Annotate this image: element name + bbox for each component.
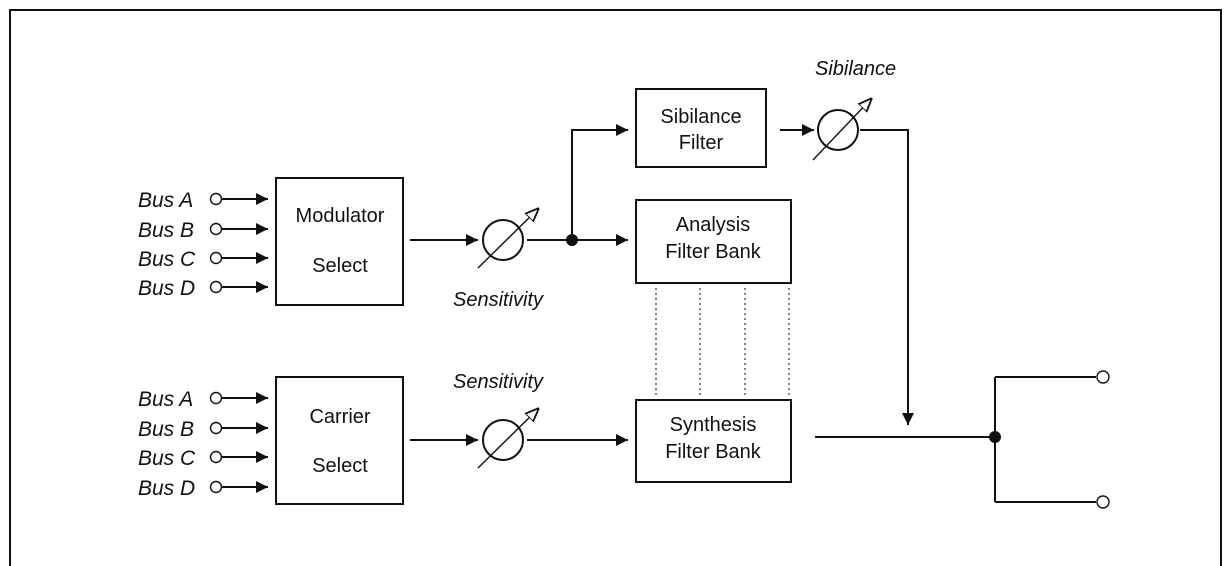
filter-bank-control-lines [655,288,790,395]
analysis-filter-bank-line2: Filter Bank [665,241,762,263]
carrier-select-block: Carrier Select [275,376,404,505]
carrier-select-line2: Select [312,455,368,477]
modulator-bus-d-label: Bus D [138,277,195,300]
modulator-select-line2: Select [312,255,368,277]
modulator-bus-a-label: Bus A [138,189,193,212]
modulator-sensitivity-knob[interactable] [477,208,539,269]
modulator-bus-d-jack [209,280,223,294]
modulator-input-group: Bus A Bus B Bus C Bus D [138,189,268,300]
sibilance-to-output-line [860,129,914,425]
modulator-select-block: Modulator Select [275,177,404,306]
carrier-bus-d-label: Bus D [138,477,195,500]
carrier-bus-d-jack [209,480,223,494]
carrier-sensitivity-knob[interactable] [477,408,539,469]
carrier-bus-a-jack [209,391,223,405]
synthesis-filter-bank-block: Synthesis Filter Bank [635,399,792,483]
analysis-filter-bank-block: Analysis Filter Bank [635,199,792,284]
node-to-sibilance-filter-arrow [571,124,628,240]
outer-frame [9,9,1222,566]
output-jack-1[interactable] [1096,370,1110,384]
modulator-sensitivity-label: Sensitivity [453,289,544,311]
sibilance-filter-line2: Filter [679,132,724,154]
carrier-bus-c-label: Bus C [138,447,196,470]
sibilance-filter-block: Sibilance Filter [635,88,767,168]
modulator-select-line1: Modulator [296,205,385,227]
sibilance-filter-line1: Sibilance [660,106,741,128]
carrier-bus-b-label: Bus B [138,418,194,441]
modulator-bus-a-jack [209,192,223,206]
synthesis-filter-bank-line1: Synthesis [670,414,757,436]
modulator-bus-b-label: Bus B [138,219,194,242]
carrier-sensitivity-label: Sensitivity [453,371,544,393]
carrier-input-group: Bus A Bus B Bus C Bus D [138,388,268,500]
carrier-select-line1: Carrier [309,406,370,428]
sibilance-label: Sibilance [815,58,896,80]
carrier-bus-a-label: Bus A [138,388,193,411]
carrier-bus-b-jack [209,421,223,435]
output-split-lines [994,376,1096,503]
modulator-bus-c-label: Bus C [138,248,196,271]
output-jack-2[interactable] [1096,495,1110,509]
synthesis-filter-bank-line2: Filter Bank [665,441,762,463]
modulator-bus-b-jack [209,222,223,236]
modulator-bus-c-jack [209,251,223,265]
analysis-filter-bank-line1: Analysis [676,214,750,236]
carrier-bus-c-jack [209,450,223,464]
sibilance-knob[interactable] [812,98,872,161]
